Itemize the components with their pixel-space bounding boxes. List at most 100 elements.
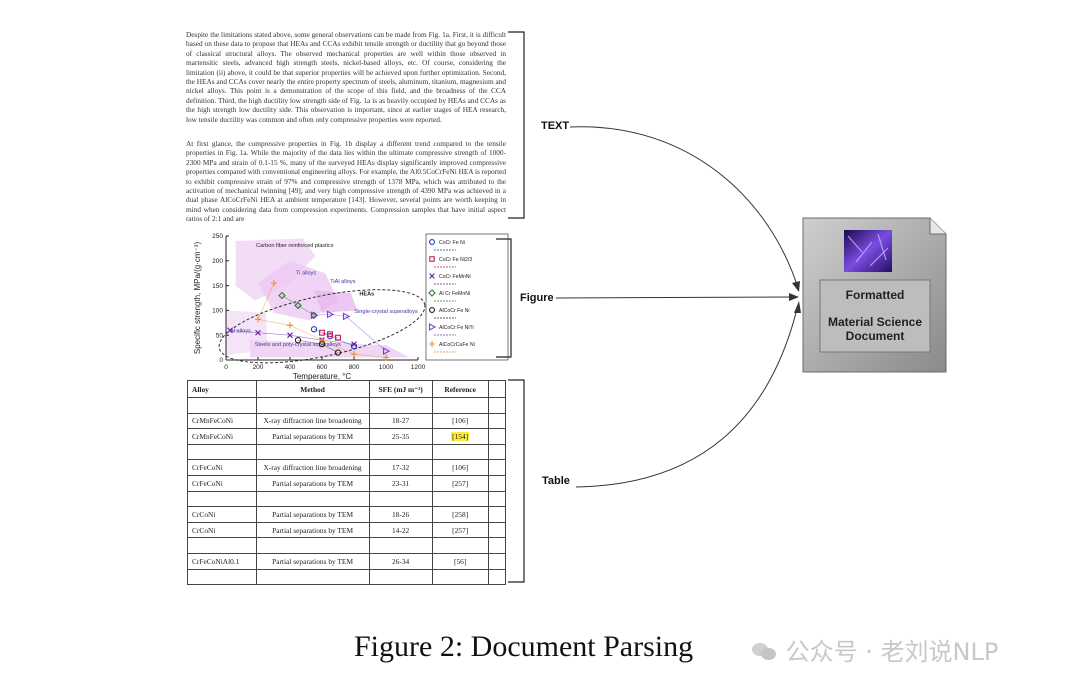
figure-arrowhead	[789, 293, 799, 301]
data-point	[294, 337, 302, 344]
watermark-text: 公众号 · 老刘说NLP	[785, 638, 999, 666]
series-line	[297, 339, 339, 353]
data-point	[383, 354, 389, 361]
series-line	[281, 295, 315, 316]
output-document-text: Formatted Material Science Document	[820, 282, 930, 352]
y-tick-label: 250	[212, 233, 223, 240]
data-point	[287, 322, 293, 329]
data-point	[319, 337, 325, 344]
x-tick-label: 400	[285, 364, 296, 371]
region-carbon-fiber	[235, 238, 316, 301]
text-paragraph-2: At first glance, the compressive propert…	[186, 139, 506, 224]
figure-bracket	[496, 238, 512, 358]
doc-line-3: Document	[845, 329, 905, 343]
hea-region-outline	[218, 289, 426, 364]
table-row	[187, 568, 507, 586]
legend-marker	[429, 239, 435, 245]
x-tick-label: 1000	[379, 364, 394, 371]
watermark: 公众号 · 老刘说NLP	[752, 632, 998, 667]
figure-caption: Figure 2: Document Parsing	[354, 630, 694, 663]
table-arrow	[575, 304, 799, 488]
label-table: Table	[541, 475, 571, 487]
table-cell: 18-27	[368, 412, 433, 430]
data-point	[334, 349, 342, 356]
data-point	[382, 347, 391, 355]
data-point	[227, 327, 233, 334]
series-line	[313, 314, 387, 352]
document-fold	[929, 218, 946, 235]
region-label: Steels and poly-crystal superalloys	[255, 342, 341, 348]
legend-marker	[429, 307, 435, 313]
text-arrowhead	[792, 281, 800, 292]
y-tick-label: 200	[212, 258, 223, 265]
region-label: HEAs	[359, 292, 374, 298]
region-label: Ti alloys	[296, 271, 317, 277]
legend-marker	[429, 273, 435, 279]
region-label: Al alloys	[230, 329, 251, 335]
x-tick-label: 600	[317, 364, 328, 371]
data-point	[342, 312, 351, 321]
table-arrowhead	[794, 301, 801, 313]
y-tick-label: 50	[216, 332, 224, 339]
y-tick-label: 150	[212, 283, 223, 290]
x-tick-label: 1200	[411, 364, 426, 371]
data-point	[327, 331, 333, 338]
legend-label: AlCoCr Fe NiTi	[439, 325, 474, 331]
sfe-table: Alloy Method SFE (mJ m⁻²) Reference CrMn…	[187, 380, 507, 586]
data-point	[326, 310, 335, 319]
text-bracket	[508, 31, 525, 219]
data-point	[278, 291, 286, 300]
doc-line-2: Material Science	[827, 315, 923, 329]
legend-marker	[428, 323, 437, 331]
data-point	[287, 332, 293, 339]
header-sfe: SFE (mJ m⁻²)	[368, 380, 433, 398]
text-arrow	[569, 126, 799, 289]
legend-label: CoCr Fe Ni2/3	[439, 257, 472, 263]
data-point	[271, 280, 277, 287]
data-point	[319, 329, 325, 336]
figure-arrow	[555, 296, 797, 299]
label-text: TEXT	[540, 120, 571, 132]
region-steels	[250, 340, 410, 358]
wechat-icon	[752, 641, 778, 663]
highlighted-reference: [154]	[451, 431, 470, 441]
text-paragraph-1: Despite the limitations stated above, so…	[186, 30, 506, 124]
doc-line-1: Formatted	[845, 288, 905, 302]
region-label: Carbon fiber reinforced plastics	[256, 243, 334, 249]
legend-marker	[429, 256, 435, 262]
data-point	[310, 326, 318, 333]
table-cell	[368, 568, 433, 586]
data-point	[310, 311, 319, 320]
label-figure: Figure	[519, 292, 555, 304]
region-ti-alloys	[258, 260, 338, 321]
y-tick-label: 100	[212, 308, 223, 315]
legend-marker	[429, 341, 435, 347]
data-point	[294, 301, 302, 310]
y-axis-label: Specific strength, MPa/(g·cm⁻³)	[193, 242, 202, 355]
x-tick-label: 0	[224, 364, 228, 371]
x-tick-label: 200	[253, 364, 264, 371]
data-point	[351, 351, 357, 358]
document-label-box	[819, 279, 931, 353]
data-point	[351, 341, 357, 348]
x-axis-label: Temperature, °C	[293, 372, 352, 381]
legend-box	[425, 233, 509, 361]
legend-label: CoCr FeMnNi	[439, 274, 471, 280]
legend-label: Al Cr FeMnNi	[439, 291, 470, 297]
region-tial	[314, 290, 358, 313]
legend-label: AlCoCr Fe Ni	[439, 308, 470, 314]
table-cell	[487, 568, 507, 586]
legend-label: AlCoCrCuFe Ni	[439, 342, 475, 348]
data-point	[335, 334, 341, 341]
x-tick-label: 800	[349, 364, 360, 371]
table-row	[187, 443, 507, 461]
document-thumbnail-image	[844, 230, 892, 272]
data-point	[255, 329, 261, 336]
table-header-row: Alloy Method SFE (mJ m⁻²) Reference	[187, 380, 507, 398]
legend-marker	[428, 289, 436, 297]
